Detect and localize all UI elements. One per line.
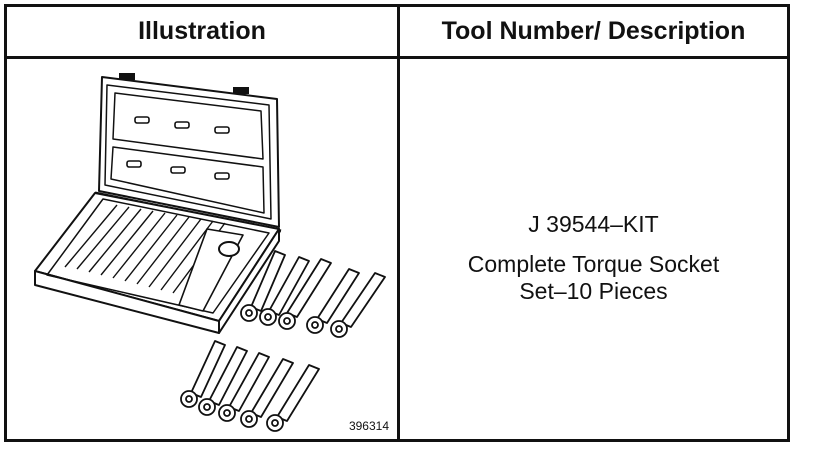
figure-number: 396314 [348, 419, 389, 433]
description-line: Complete Torque Socket [467, 251, 720, 277]
illustration-cell: 396314 [7, 59, 397, 439]
torque-socket-set-case-icon [34, 73, 386, 432]
tool-table: Illustration Tool Number/ Description [4, 4, 790, 442]
illustration-header: Illustration [138, 17, 266, 45]
tool-number: J 39544–KIT [528, 211, 659, 237]
column-divider [397, 7, 400, 439]
description-cell: J 39544–KIT Complete Torque Socket Set–1… [400, 59, 787, 439]
description-line: Set–10 Pieces [519, 278, 668, 304]
tool-description-header: Tool Number/ Description [441, 17, 746, 45]
